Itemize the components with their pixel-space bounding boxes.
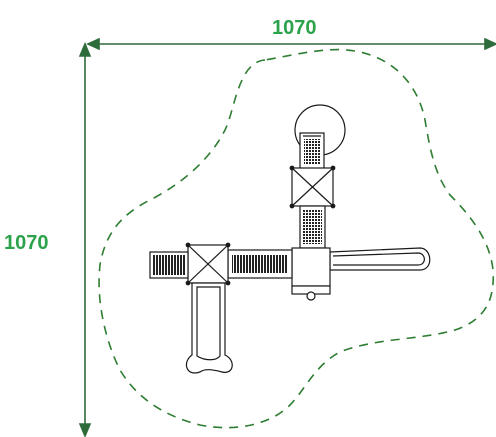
- safety-zone-outline: [98, 48, 495, 429]
- arrow-down-icon: [78, 423, 92, 437]
- width-dimension-label: 1070: [272, 17, 317, 39]
- height-dimension: [78, 41, 92, 437]
- steering-wheel: [306, 291, 316, 301]
- right-slide: [329, 247, 431, 271]
- central-platform: [291, 247, 331, 287]
- arrow-left-icon: [86, 37, 100, 51]
- arrow-right-icon: [484, 37, 496, 51]
- down-slide: [185, 282, 233, 374]
- width-dimension: [86, 37, 496, 51]
- arrow-up-icon: [78, 41, 92, 57]
- playground-equipment: [149, 104, 431, 374]
- height-dimension-label: 1070: [4, 232, 49, 254]
